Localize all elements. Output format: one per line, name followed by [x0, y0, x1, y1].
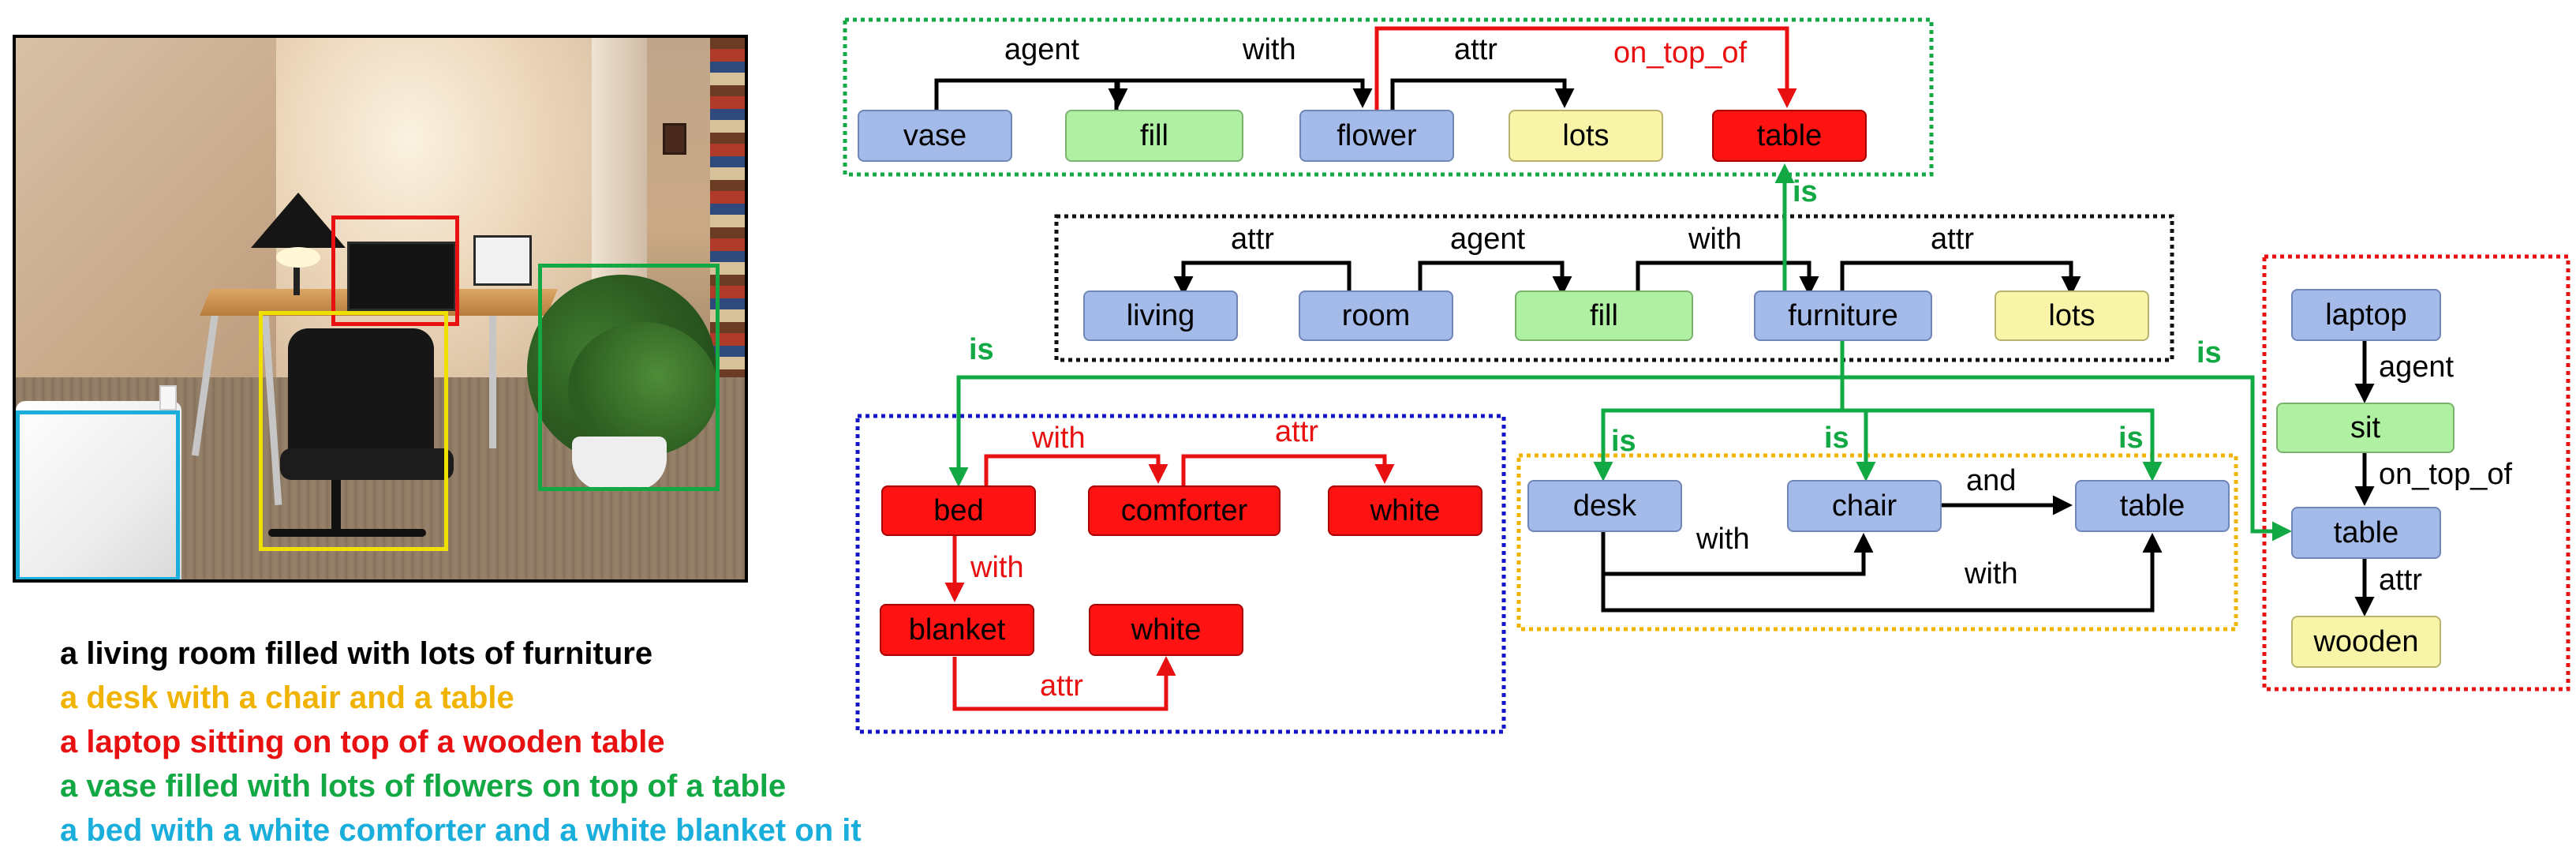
node-table: table	[2075, 480, 2230, 532]
label-with: with	[1243, 33, 1296, 66]
edge-bed-with-comforter	[984, 454, 1168, 485]
node-fill: fill	[1515, 290, 1693, 341]
edge-desk-with-table	[1601, 533, 2163, 613]
wall-outlet	[159, 385, 177, 410]
node-chair: chair	[1787, 480, 1942, 532]
white-bed	[16, 401, 181, 579]
caption-vase: a vase filled with lots of flowers on to…	[60, 769, 787, 804]
label-is-table: is	[2118, 422, 2144, 455]
label-is-bed: is	[969, 333, 994, 366]
label-on-top-of: on_top_of	[1613, 36, 1748, 69]
label-attr: attr	[1275, 415, 1318, 448]
wall-picture	[663, 123, 686, 155]
node-table: table	[1712, 110, 1867, 162]
label-agent: agent	[1450, 223, 1526, 256]
label-attr: attr	[1231, 223, 1274, 256]
edge-comforter-attr-white	[1181, 454, 1395, 485]
potted-plant-foliage	[568, 322, 718, 456]
plant-bounding-box	[538, 264, 720, 491]
label-is-red-table: is	[2197, 336, 2222, 369]
node-vase: vase	[858, 110, 1012, 162]
laptop	[473, 235, 532, 286]
node-flower: flower	[1299, 110, 1454, 162]
laptop-bounding-box	[331, 216, 459, 326]
node-laptop: laptop	[2291, 289, 2441, 341]
edge-room-agent-fill	[1418, 260, 1572, 300]
edge-vase-agent-fill	[934, 78, 1128, 111]
desk-bounding-box	[259, 311, 448, 551]
lamp-shade	[251, 193, 346, 248]
scene-photo	[13, 35, 748, 583]
edge-fill-with-flower	[1114, 78, 1373, 111]
chair-back	[288, 328, 434, 461]
node-desk: desk	[1527, 480, 1682, 532]
caption-bed: a bed with a white comforter and a white…	[60, 813, 862, 848]
edge-furniture-is-desk	[1593, 341, 1845, 482]
black-group-frame	[1054, 214, 2174, 362]
caption-desk: a desk with a chair and a table	[60, 680, 514, 715]
caption-laptop: a laptop sitting on top of a wooden tabl…	[60, 725, 665, 759]
node-lots: lots	[1995, 290, 2149, 341]
label-is-chair: is	[1824, 422, 1849, 455]
label-with: with	[1696, 523, 1750, 556]
edge-furniture-is-table	[1866, 408, 2163, 482]
lamp-light	[276, 247, 320, 268]
node-blanket: blanket	[880, 604, 1034, 656]
node-lots: lots	[1509, 110, 1663, 162]
edge-flower-attr-lots	[1390, 78, 1575, 111]
plant-pot	[572, 437, 667, 490]
node-room: room	[1299, 290, 1453, 341]
label-attr: attr	[1454, 33, 1497, 66]
label-and: and	[1966, 464, 2017, 497]
label-attr: attr	[1931, 223, 1974, 256]
node-table: table	[2291, 507, 2441, 559]
edge-fill-with-furniture	[1636, 260, 1819, 300]
node-white: white	[1089, 604, 1243, 656]
node-living: living	[1083, 290, 1238, 341]
edge-furniture-attr-lots	[1840, 260, 2081, 300]
bed-bounding-box	[16, 410, 180, 579]
label-with: with	[1688, 223, 1742, 256]
edge-flower-on-top-of-table	[1374, 26, 1797, 111]
caption-living-room: a living room filled with lots of furnit…	[60, 636, 653, 671]
node-white: white	[1328, 485, 1482, 536]
chair-post	[331, 480, 341, 535]
edge-desk-with-chair	[1601, 532, 1874, 576]
node-furniture: furniture	[1754, 290, 1932, 341]
node-fill: fill	[1065, 110, 1243, 162]
label-with: with	[1032, 422, 1086, 455]
node-comforter: comforter	[1088, 485, 1281, 536]
green-group-frame	[843, 17, 1934, 177]
label-with: with	[1965, 557, 2018, 590]
red-group-frame	[2262, 254, 2570, 691]
chair-seat	[280, 448, 454, 480]
label-on-top-of: on_top_of	[2379, 458, 2513, 491]
desk-leg	[489, 306, 496, 448]
node-sit: sit	[2276, 403, 2454, 453]
node-wooden: wooden	[2291, 616, 2441, 668]
chair-legs	[268, 529, 426, 537]
node-bed: bed	[881, 485, 1036, 536]
label-agent: agent	[2379, 350, 2454, 384]
edge-room-attr-living	[1173, 260, 1352, 300]
label-is-desk: is	[1611, 425, 1636, 458]
label-with: with	[970, 551, 1024, 584]
lamp-stem	[293, 248, 300, 295]
yellow-group-frame	[1516, 453, 2238, 632]
edge-blanket-attr-white	[952, 656, 1176, 711]
label-agent: agent	[1004, 33, 1080, 66]
label-attr: attr	[2379, 564, 2422, 597]
computer-monitor	[347, 242, 456, 311]
edge-furniture-is-red-table	[1842, 375, 2292, 542]
label-attr: attr	[1040, 669, 1083, 703]
label-is-table: is	[1793, 175, 1818, 208]
